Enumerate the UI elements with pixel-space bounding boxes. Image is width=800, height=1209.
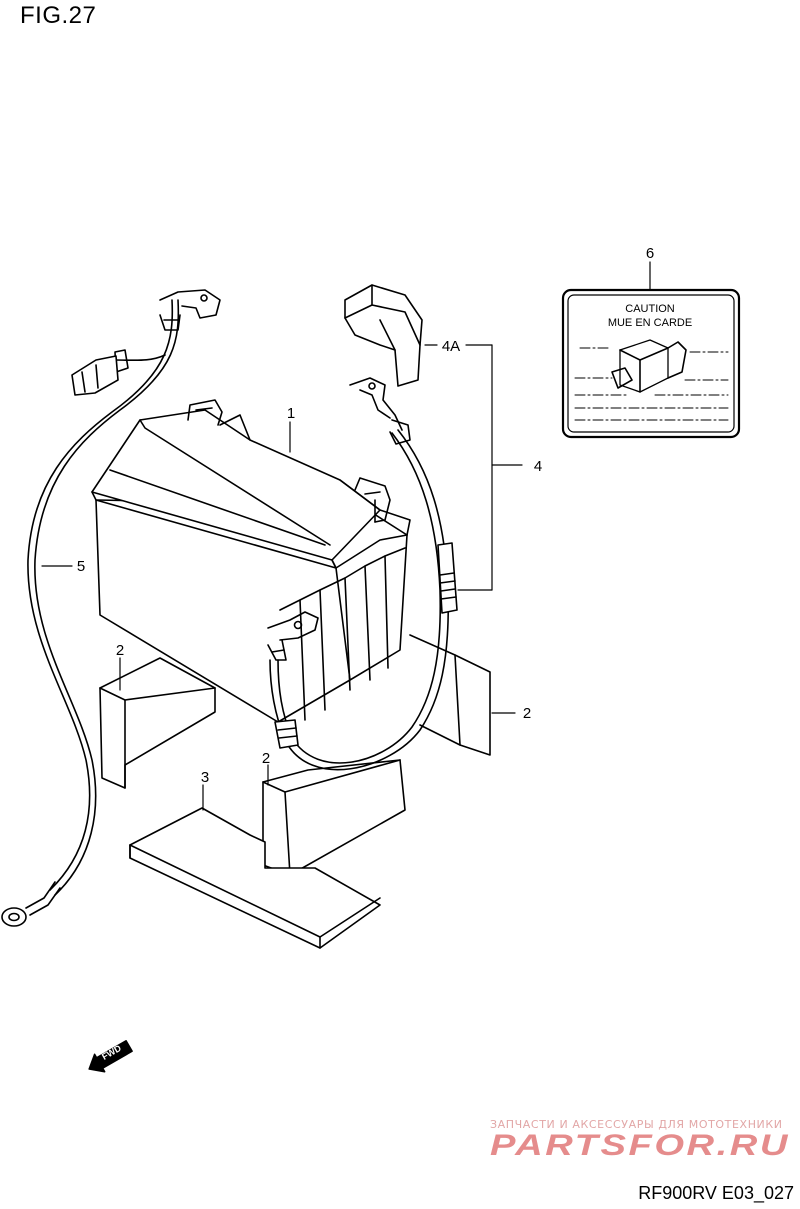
callout-1: 1 (287, 405, 295, 422)
figure-title: FIG.27 (20, 2, 97, 29)
figure-code: RF900RV E03_027 (638, 1183, 794, 1203)
watermark-brand: PARTSFOR.RU (490, 1129, 790, 1162)
spacer-front (262, 759, 406, 876)
callout-6: 6 (646, 245, 654, 262)
fwd-arrow-icon (88, 1040, 133, 1073)
callout-3: 3 (201, 769, 209, 786)
callout-4a: 4A (442, 338, 460, 355)
terminal-cover (344, 284, 423, 387)
battery (91, 399, 411, 723)
battery-cable (267, 377, 458, 771)
callout-2-front: 2 (262, 750, 270, 767)
caution-label-title: CAUTION (625, 303, 675, 315)
spacer-right (409, 634, 491, 756)
caution-label (561, 288, 741, 439)
callout-2-left: 2 (116, 642, 124, 659)
caution-label-subtitle: MUE EN CARDE (608, 317, 692, 329)
callout-5: 5 (77, 558, 85, 575)
watermark-tagline: ЗАПЧАСТИ И АКСЕССУАРЫ ДЛЯ МОТОТЕХНИКИ (490, 1118, 783, 1131)
spacer-left (99, 657, 216, 789)
leader-lines (41, 261, 651, 811)
battery-tray (129, 807, 381, 949)
callout-4: 4 (534, 458, 542, 475)
callout-2-right: 2 (523, 705, 531, 722)
ground-cable (1, 289, 221, 927)
